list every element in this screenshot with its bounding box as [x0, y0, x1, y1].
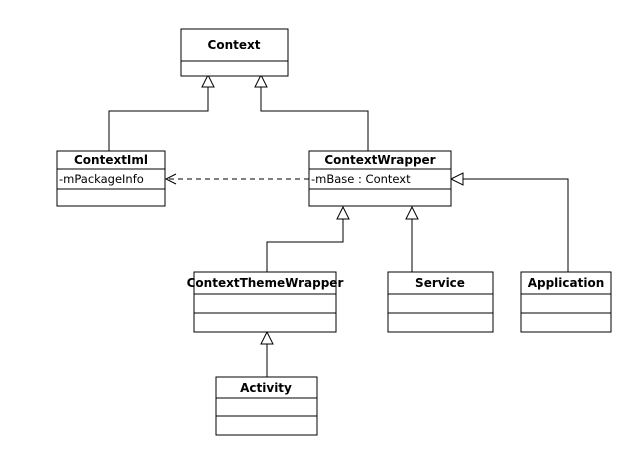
generalization-arrowhead: [336, 205, 350, 220]
class-contextthemewrapper: ContextThemeWrapper: [187, 271, 344, 333]
class-box: [387, 271, 494, 333]
edge-contextthemewrapper-to-contextwrapper: [266, 219, 344, 272]
edge-contextiml-to-context: [108, 87, 209, 151]
generalization-arrowhead: [260, 330, 274, 345]
class-name: ContextThemeWrapper: [187, 276, 344, 290]
class-service: Service: [387, 271, 494, 333]
class-attribute: -mPackageInfo: [59, 172, 144, 186]
class-box: [520, 271, 612, 333]
class-name: Application: [528, 276, 605, 290]
generalization-arrowhead: [254, 73, 268, 88]
class-attribute: -mBase : Context: [311, 172, 411, 186]
edge-contextwrapper-to-context: [260, 87, 369, 151]
class-name: Service: [415, 276, 465, 290]
class-name: Context: [208, 38, 261, 52]
class-box: [56, 150, 166, 207]
generalization-arrowhead: [405, 205, 419, 220]
class-activity: Activity: [215, 376, 318, 436]
dependency-open-arrowhead: [164, 173, 177, 185]
class-name: ContextWrapper: [324, 153, 435, 167]
generalization-arrowhead: [201, 73, 215, 88]
relations: [108, 73, 569, 377]
class-box: [215, 376, 318, 436]
class-contextiml: ContextIml -mPackageInfo: [56, 150, 166, 207]
class-name: ContextIml: [74, 153, 148, 167]
class-box: [308, 150, 452, 207]
class-application: Application: [520, 271, 612, 333]
class-box: [180, 28, 289, 77]
class-contextwrapper: ContextWrapper -mBase : Context: [308, 150, 452, 207]
class-box: [193, 271, 337, 333]
edge-application-to-contextwrapper: [463, 178, 569, 272]
class-name: Activity: [240, 381, 292, 395]
class-context: Context: [180, 28, 289, 77]
generalization-arrowhead: [449, 172, 464, 186]
